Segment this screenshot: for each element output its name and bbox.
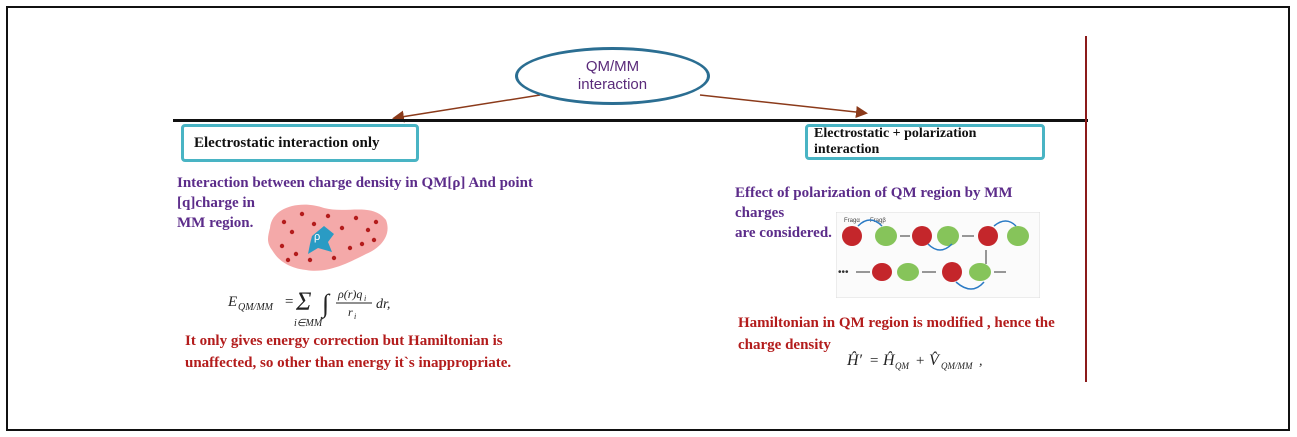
arrow-to-left-branch bbox=[392, 94, 541, 123]
center-node-title: QM/MM bbox=[585, 58, 640, 75]
left-branch-title-box: Electrostatic interaction only bbox=[181, 124, 419, 162]
right-branch-title: Electrostatic + polarization interaction bbox=[814, 126, 977, 157]
outer-frame bbox=[6, 6, 1290, 431]
left-branch-note: It only gives energy correction but Hami… bbox=[185, 330, 515, 374]
divider-line bbox=[173, 119, 1088, 122]
left-desc-line1: Interaction between charge density in QM… bbox=[177, 175, 533, 211]
svg-text:=: = bbox=[869, 353, 879, 369]
svg-text:ρ(r)q: ρ(r)q bbox=[337, 287, 362, 301]
left-branch-description: Interaction between charge density in QM… bbox=[177, 173, 597, 233]
svg-text:∫: ∫ bbox=[320, 289, 331, 319]
svg-text:+: + bbox=[915, 353, 925, 369]
right-equation-render: Ĥ′ = Ĥ QM + V̂ QM/MM , bbox=[846, 350, 983, 371]
svg-text:i: i bbox=[364, 294, 366, 303]
center-node-subtitle: interaction bbox=[577, 76, 648, 93]
svg-text:QM/MM: QM/MM bbox=[238, 302, 274, 313]
right-equation: Ĥ′ = Ĥ QM + V̂ QM/MM , bbox=[845, 345, 1015, 380]
arrow-to-right-branch bbox=[699, 94, 868, 118]
right-note-line1: Hamiltonian in QM region is modified , h… bbox=[738, 315, 1055, 331]
left-note-line1: It only gives energy correction but Hami… bbox=[185, 333, 503, 349]
right-desc-line1: Effect of polarization of QM region by M… bbox=[735, 185, 1013, 221]
svg-text:,: , bbox=[979, 354, 983, 369]
center-node: QM/MM interaction bbox=[515, 47, 710, 105]
left-equation-render: E QM/MM = Σ i∈MM ∫ ρ(r)q i r i dr, bbox=[227, 287, 390, 329]
svg-text:Ĥ: Ĥ bbox=[882, 350, 896, 369]
polarization-diagram: Fragα Fragβ ••• bbox=[836, 212, 1040, 298]
svg-text:•••: ••• bbox=[838, 267, 849, 278]
frag-beta-label: Fragβ bbox=[870, 218, 886, 224]
svg-text:QM: QM bbox=[895, 361, 909, 371]
svg-text:i∈MM: i∈MM bbox=[294, 318, 323, 329]
left-branch-title: Electrostatic interaction only bbox=[194, 134, 380, 151]
right-note-line2: charge density bbox=[738, 337, 831, 353]
blob-rho-label: ρ bbox=[314, 231, 321, 243]
charge-density-blob bbox=[268, 204, 388, 271]
svg-text:Σ: Σ bbox=[295, 287, 312, 316]
frag-alpha-label: Fragα bbox=[844, 218, 860, 224]
svg-text:dr,: dr, bbox=[376, 297, 390, 312]
svg-text:QM/MM: QM/MM bbox=[941, 361, 973, 371]
svg-text:E: E bbox=[227, 294, 237, 310]
svg-text:r: r bbox=[348, 305, 353, 319]
left-equation: E QM/MM = Σ i∈MM ∫ ρ(r)q i r i dr, bbox=[226, 282, 426, 335]
svg-text:=: = bbox=[284, 294, 294, 310]
left-note-line2: unaffected, so other than energy it`s in… bbox=[185, 355, 512, 371]
right-branch-description: Effect of polarization of QM region by M… bbox=[735, 183, 1065, 243]
right-desc-line2: are considered. bbox=[735, 225, 832, 241]
right-border-line bbox=[1085, 36, 1087, 382]
right-branch-title-box: Electrostatic + polarization interaction bbox=[805, 124, 1045, 160]
left-desc-line2: MM region. bbox=[177, 215, 254, 231]
svg-text:i: i bbox=[354, 312, 356, 321]
svg-text:Ĥ′: Ĥ′ bbox=[846, 350, 863, 369]
right-branch-note: Hamiltonian in QM region is modified , h… bbox=[738, 312, 1078, 356]
svg-text:V̂: V̂ bbox=[929, 350, 941, 369]
